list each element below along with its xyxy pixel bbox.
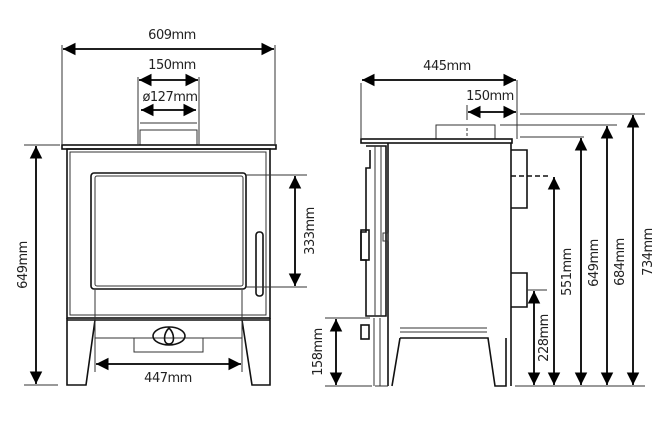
side-view: 158mm 445mm 150mm 228mm 551mm 649mm 684m…: [311, 59, 656, 387]
door-handle: [255, 231, 264, 297]
dim-height-734: 734mm: [641, 228, 656, 276]
air-control: [152, 326, 186, 346]
dim-height-649-front: 649mm: [16, 241, 31, 289]
side-stove-outline: [360, 124, 548, 387]
dim-glass-333: 333mm: [303, 207, 318, 255]
dim-legs-158: 158mm: [311, 328, 326, 376]
dim-depth-445: 445mm: [423, 59, 471, 74]
dim-height-649-side: 649mm: [587, 239, 602, 287]
dim-rear-228: 228mm: [537, 314, 552, 362]
dim-rear-551: 551mm: [560, 248, 575, 296]
front-stove-outline: [61, 122, 277, 386]
front-dimensions: 609mm 150mm ø127mm 333mm 649mm 447mm: [16, 28, 318, 386]
side-handle: [360, 229, 370, 261]
front-view: 609mm 150mm ø127mm 333mm 649mm 447mm: [16, 28, 318, 386]
dim-legs-447: 447mm: [144, 371, 192, 386]
dim-flue-150: 150mm: [148, 58, 196, 73]
dim-flue-127: ø127mm: [142, 90, 197, 105]
dim-offset-150: 150mm: [466, 89, 514, 104]
dim-width-609: 609mm: [148, 28, 196, 43]
side-dimensions: 158mm 445mm 150mm 228mm 551mm 649mm 684m…: [311, 59, 656, 387]
dim-height-684: 684mm: [613, 238, 628, 286]
